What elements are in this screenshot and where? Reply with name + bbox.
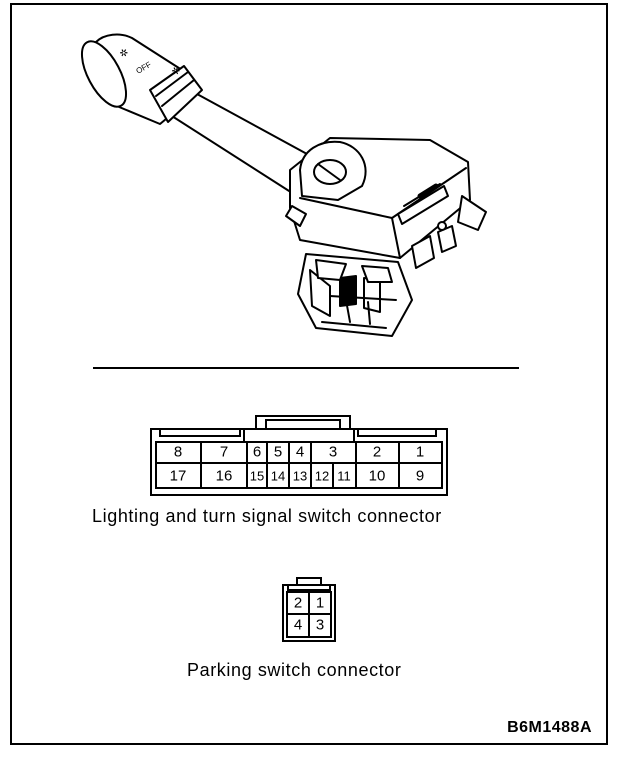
pin-label: 4	[296, 444, 304, 461]
pin-label: 2	[373, 444, 381, 461]
pin-label: 9	[416, 468, 424, 485]
mounting-tab-left	[285, 205, 307, 227]
pin-label: 1	[316, 595, 324, 612]
lighting-connector-pin-labels: 8 7 6 5 4 3 2 1 17 16 15 14 13 12 11 10 …	[170, 444, 425, 485]
pin-label: 16	[216, 468, 233, 485]
pin-label: 6	[253, 444, 261, 461]
pin-label: 10	[369, 468, 386, 485]
lighting-switch-connector	[150, 415, 448, 496]
parking-connector-caption: Parking switch connector	[187, 660, 402, 680]
pin-label: 4	[294, 617, 302, 634]
pin-label: 8	[174, 444, 182, 461]
pin-label: 11	[337, 469, 351, 484]
figure-frame	[10, 3, 608, 745]
pin-label: 17	[170, 468, 187, 485]
pin-label: 7	[220, 444, 228, 461]
figure-code: B6M1488A	[507, 719, 592, 736]
knob-end-cap	[80, 40, 128, 108]
parking-connector-pin-labels: 2 1 4 3	[294, 595, 324, 634]
mounting-tab-right	[457, 195, 487, 231]
pin-label: 3	[329, 444, 337, 461]
pin-label: 5	[274, 444, 282, 461]
pin-label: 1	[416, 444, 424, 461]
combination-switch-illustration: ✲ OFF ✲	[80, 33, 487, 337]
pin-label: 3	[316, 617, 324, 634]
pin-label: 13	[293, 469, 307, 484]
pin-label: 14	[271, 469, 285, 484]
pin-label: 2	[294, 595, 302, 612]
lighting-connector-caption: Lighting and turn signal switch connecto…	[92, 506, 442, 526]
parking-switch-connector	[282, 577, 336, 642]
pin-label: 12	[315, 469, 329, 484]
pin-label: 15	[250, 469, 264, 484]
